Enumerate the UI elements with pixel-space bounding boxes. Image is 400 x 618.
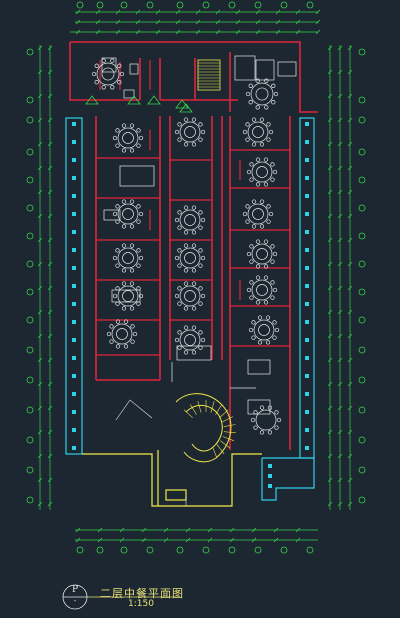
sheet-letter: P <box>71 585 79 595</box>
dimension-ticks <box>37 9 353 543</box>
room-c-3-table <box>174 243 206 273</box>
spiral-staircase-treads <box>183 400 236 459</box>
entrance-details <box>115 399 187 506</box>
sheet-badge <box>62 584 180 610</box>
room-c-5-table <box>174 325 206 355</box>
section-markers <box>85 95 193 113</box>
room-w-2-table <box>112 199 144 229</box>
drawing-title: 二层中餐平面图 <box>100 587 184 600</box>
north-staircase-treads <box>198 62 220 88</box>
room-w-3-table <box>112 243 144 273</box>
room-e-1-table <box>242 117 274 147</box>
service-fixtures <box>101 55 297 389</box>
room-w-4-table <box>112 281 144 311</box>
room-e-3-table <box>242 199 274 229</box>
corridor-column-dots <box>72 122 309 488</box>
grid-bubbles <box>26 1 366 554</box>
room-partitions <box>96 60 290 356</box>
corridor-columns <box>65 117 315 501</box>
sheet-number: - <box>73 597 77 605</box>
spiral-staircase <box>175 393 232 463</box>
dining-tables <box>91 58 282 435</box>
drawing-scale: 1:150 <box>128 599 154 609</box>
room-ne-1-table <box>245 78 279 110</box>
room-c-1-table <box>174 117 206 147</box>
entrance-hall <box>82 450 262 507</box>
room-c-2-table <box>174 205 206 235</box>
room-e-6-table <box>248 315 280 345</box>
room-e-4-table <box>246 239 278 269</box>
room-c-4-table <box>174 281 206 311</box>
room-e-5-table <box>246 275 278 305</box>
room-w-1-table <box>112 123 144 153</box>
room-w-5-table <box>106 319 138 349</box>
building-walls <box>69 41 318 450</box>
room-e-2-table <box>246 157 278 187</box>
room-nw-1-table <box>91 58 125 90</box>
